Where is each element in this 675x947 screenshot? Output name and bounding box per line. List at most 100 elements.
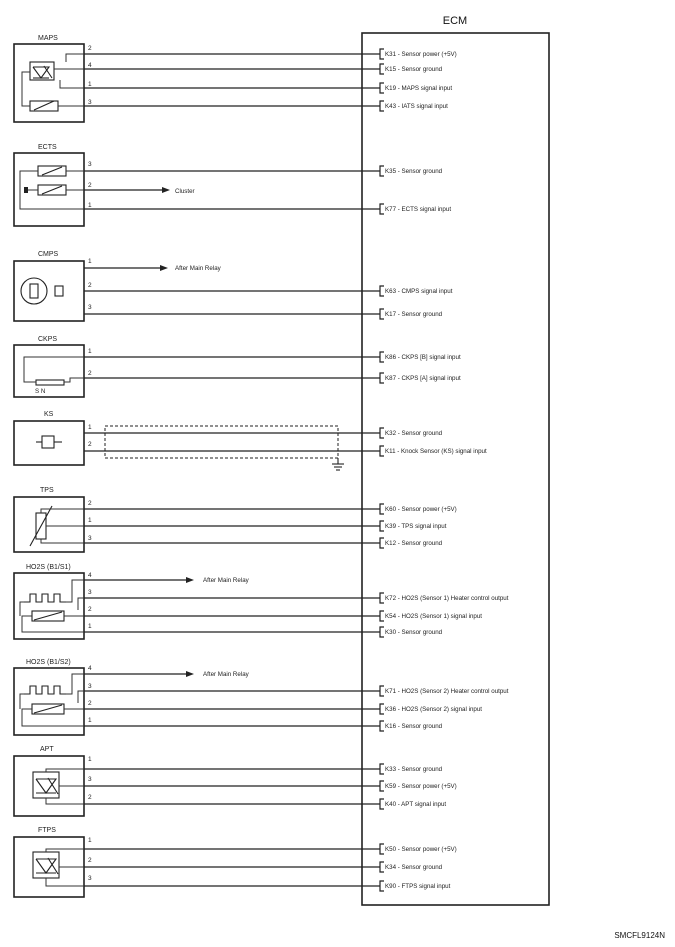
terminal-bracket [379, 780, 384, 792]
ecm-terminal-label: K72 - HO2S (Sensor 1) Heater control out… [385, 595, 509, 602]
tps-pin-1: 2 [88, 500, 92, 507]
ks-shield [104, 425, 339, 459]
ftps-pin-1: 1 [88, 837, 92, 844]
terminal-bracket [379, 445, 384, 457]
ecm-terminal-label: K39 - TPS signal input [385, 523, 447, 530]
ho2s-b1s1-label: HO2S (B1/S1) [26, 564, 71, 571]
terminal-bracket [379, 100, 384, 112]
ckps-pin-2: 2 [88, 370, 92, 377]
ho2s1-pin-1: 4 [88, 572, 92, 579]
terminal-bracket [379, 165, 384, 177]
apt-sensor: APT [13, 746, 85, 817]
apt-pin-2: 3 [88, 776, 92, 783]
ftps-label: FTPS [38, 827, 56, 834]
ho2s2-pin-3: 2 [88, 700, 92, 707]
relay-arrow-icon [160, 265, 168, 271]
tps-pin-3: 3 [88, 535, 92, 542]
ho2s1-pin-3: 2 [88, 606, 92, 613]
cmps-pin-1: 1 [88, 258, 92, 265]
terminal-bracket [379, 48, 384, 60]
ckps-pin-1: 1 [88, 348, 92, 355]
ects-label: ECTS [38, 144, 57, 151]
apt-label: APT [40, 746, 54, 753]
cmps-pin-2: 2 [88, 282, 92, 289]
relay-arrow-icon [186, 671, 194, 677]
ecm-terminal-label: K63 - CMPS signal input [385, 288, 453, 295]
ks-pin-1: 1 [88, 424, 92, 431]
maps-sensor: MAPS [13, 35, 85, 123]
ckps-label: CKPS [38, 336, 57, 343]
terminal-bracket [379, 427, 384, 439]
ecm-terminal-label: K50 - Sensor power (+5V) [385, 846, 457, 853]
ho2s2-pin-2: 3 [88, 683, 92, 690]
ho2s2-pin-4: 1 [88, 717, 92, 724]
maps-pin-2: 4 [88, 62, 92, 69]
ecm-terminal-label: K16 - Sensor ground [385, 723, 443, 730]
apt-pin-3: 2 [88, 794, 92, 801]
maps-box [13, 43, 85, 123]
ecm-terminal-label: K35 - Sensor ground [385, 168, 443, 175]
terminal-bracket [379, 798, 384, 810]
cluster-arrow-icon [162, 187, 170, 193]
ho2s1-pin-2: 3 [88, 589, 92, 596]
terminal-bracket [379, 592, 384, 604]
maps-pin-1: 2 [88, 45, 92, 52]
maps-pin-4: 3 [88, 99, 92, 106]
ho2s-b1s1-box [13, 572, 85, 640]
terminal-bracket [379, 372, 384, 384]
ecm-terminal-label: K87 - CKPS [A] signal input [385, 375, 461, 382]
ecm-terminal-label: K77 - ECTS signal input [385, 206, 451, 213]
ecm-terminal-label: K15 - Sensor ground [385, 66, 443, 73]
ks-box [13, 420, 85, 466]
terminal-bracket [379, 520, 384, 532]
ecm-terminal-label: K19 - MAPS signal input [385, 85, 452, 92]
cmps-pin-3: 3 [88, 304, 92, 311]
ecm-terminal-label: K32 - Sensor ground [385, 430, 443, 437]
terminal-bracket [379, 503, 384, 515]
ho2s-b1s2-sensor: HO2S (B1/S2) [13, 659, 85, 736]
ecm-terminal-label: K36 - HO2S (Sensor 2) signal input [385, 706, 482, 713]
ecm-terminal-label: K34 - Sensor ground [385, 864, 443, 871]
ho2s2-relay-label: After Main Relay [203, 671, 250, 678]
terminal-bracket [379, 63, 384, 75]
ftps-pin-2: 2 [88, 857, 92, 864]
terminal-bracket [379, 308, 384, 320]
ecm-terminal-label: K54 - HO2S (Sensor 1) signal input [385, 613, 482, 620]
apt-pin-1: 1 [88, 756, 92, 763]
terminal-bracket [379, 351, 384, 363]
ckps-box [13, 344, 85, 398]
tps-sensor: TPS [13, 487, 85, 553]
terminal-bracket [379, 720, 384, 732]
cmps-sensor: CMPS [13, 251, 85, 322]
ftps-sensor: FTPS [13, 827, 85, 898]
maps-pin-3: 1 [88, 81, 92, 88]
ecm-terminals: K31 - Sensor power (+5V) K15 - Sensor gro… [379, 48, 509, 892]
ecm-terminal-label: K90 - FTPS signal input [385, 883, 451, 890]
ects-pin-1: 3 [88, 161, 92, 168]
ho2s1-pin-4: 1 [88, 623, 92, 630]
ecm-terminal-label: K12 - Sensor ground [385, 540, 443, 547]
ecm-title: ECM [443, 15, 467, 27]
tps-label: TPS [40, 487, 54, 494]
terminal-bracket [379, 626, 384, 638]
terminal-bracket [379, 880, 384, 892]
ecm-terminal-label: K86 - CKPS [B] signal input [385, 354, 461, 361]
ects-pin-2: 2 [88, 182, 92, 189]
ecm-terminal-label: K33 - Sensor ground [385, 766, 443, 773]
ho2s1-relay-label: After Main Relay [203, 577, 250, 584]
cluster-label: Cluster [175, 188, 195, 195]
ecm-terminal-label: K31 - Sensor power (+5V) [385, 51, 457, 58]
ecm-terminal-label: K71 - HO2S (Sensor 2) Heater control out… [385, 688, 509, 695]
cmps-box [13, 260, 85, 322]
terminal-bracket [379, 685, 384, 697]
terminal-bracket [379, 537, 384, 549]
terminal-bracket [379, 861, 384, 873]
cmps-label: CMPS [38, 251, 59, 258]
ecm-terminal-label: K40 - APT signal input [385, 801, 446, 808]
ecm-terminal-label: K30 - Sensor ground [385, 629, 443, 636]
ho2s-b1s2-box [13, 667, 85, 736]
ecm-box [361, 32, 550, 906]
terminal-bracket [379, 82, 384, 94]
cmps-relay-label: After Main Relay [175, 265, 222, 272]
